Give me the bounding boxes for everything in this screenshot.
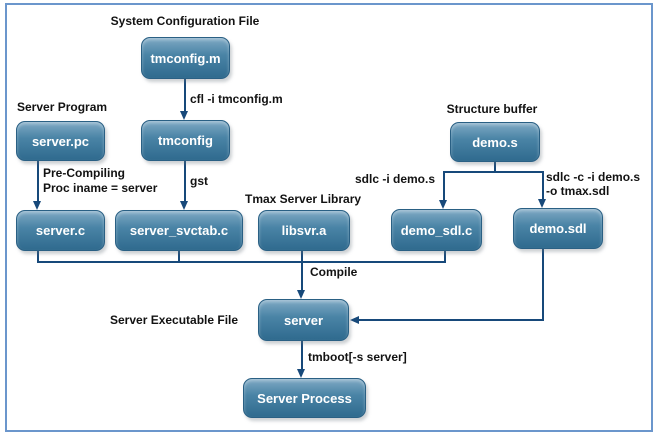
label-server-program: Server Program — [17, 100, 108, 114]
edge-tmconfigm-to-tmconfig-arrowhead — [180, 111, 188, 120]
node-tmconfig-m: tmconfig.m — [141, 37, 230, 79]
node-tmconfig: tmconfig — [141, 120, 230, 161]
edge-demos-to-demosdl-arrowhead — [538, 199, 546, 208]
label-pre-compiling: Pre-Compiling — [43, 166, 126, 180]
edge-svctab-stub — [178, 251, 180, 263]
label-sdlc-i: sdlc -i demo.s — [355, 172, 436, 186]
edge-demos-stem — [494, 162, 496, 173]
label-cfl-command: cfl -i tmconfig.m — [190, 92, 283, 106]
node-server: server — [258, 299, 349, 341]
label-o-tmax-sdl: -o tmax.sdl — [546, 184, 610, 198]
node-server-pc: server.pc — [16, 121, 105, 161]
node-demo-s: demo.s — [450, 122, 540, 162]
node-server-c: server.c — [16, 210, 105, 251]
node-server-process: Server Process — [243, 378, 366, 418]
node-demo-sdl-c: demo_sdl.c — [391, 209, 482, 251]
node-libsvr-a: libsvr.a — [258, 210, 350, 251]
label-gst: gst — [190, 174, 208, 188]
edge-server-to-process-arrowhead — [297, 369, 305, 378]
edge-serverc-stub — [37, 251, 39, 263]
edge-demos-to-demosdlc-arrowhead — [439, 200, 447, 209]
label-compile: Compile — [310, 265, 358, 279]
node-server-svctab-c: server_svctab.c — [115, 210, 243, 251]
edge-server-to-process — [301, 341, 303, 371]
edge-merge-line — [37, 261, 446, 263]
edge-tmconfig-to-svctab — [184, 161, 186, 201]
label-proc-iname: Proc iname = server — [43, 181, 158, 195]
edge-tmconfigm-to-tmconfig — [184, 79, 186, 112]
label-tmboot: tmboot[-s server] — [308, 350, 407, 364]
edge-tmconfig-to-svctab-arrowhead — [180, 201, 188, 210]
edge-serverpc-to-serverc — [37, 161, 39, 201]
label-server-executable-file: Server Executable File — [110, 313, 239, 327]
edge-demosdlc-stub — [444, 251, 446, 263]
edge-compile-to-server — [301, 251, 303, 291]
edge-compile-to-server-arrowhead — [297, 290, 305, 299]
edge-demos-to-demosdl — [542, 171, 544, 199]
edge-demos-split — [443, 171, 544, 173]
label-system-configuration-file: System Configuration File — [110, 14, 260, 28]
diagram-border — [5, 3, 653, 432]
edge-demos-to-demosdlc — [443, 171, 445, 200]
label-tmax-server-library: Tmax Server Library — [245, 192, 362, 206]
label-sdlc-c-i: sdlc -c -i demo.s — [546, 170, 641, 184]
edge-demosdl-down — [542, 248, 544, 321]
edge-demosdl-to-server — [358, 319, 544, 321]
edge-demosdl-to-server-arrowhead — [350, 316, 359, 324]
node-demo-sdl: demo.sdl — [513, 208, 603, 249]
label-structure-buffer: Structure buffer — [446, 102, 538, 116]
edge-serverpc-to-serverc-arrowhead — [33, 201, 41, 210]
